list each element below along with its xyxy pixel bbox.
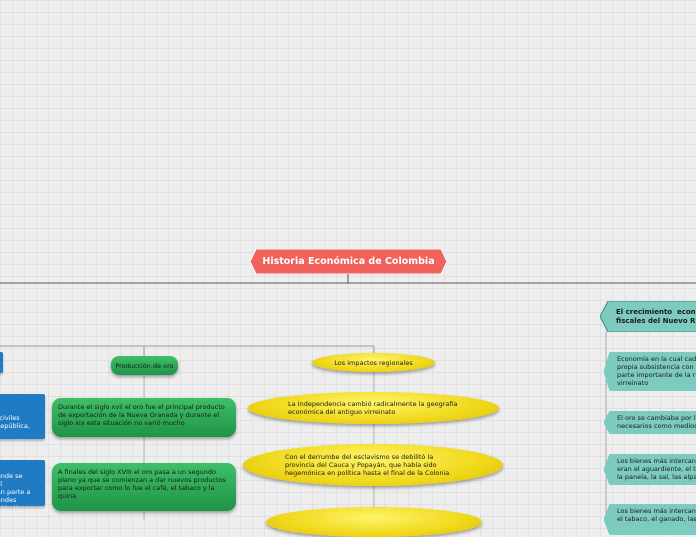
gold-item-text: A finales del siglo XVIII el oro pasa a …	[58, 468, 226, 500]
left-branch-header[interactable]	[0, 352, 3, 373]
left-branch-item-text: rande se del gran parte a grandes el ejé…	[0, 472, 31, 506]
regional-item-text: La Independencia cambió radicalmente la …	[288, 400, 458, 416]
root-title: Historia Económica de Colombia	[262, 255, 435, 267]
growth-item-text: Los bienes más intercan eran el aguardie…	[617, 457, 696, 481]
growth-item-shape	[604, 454, 696, 485]
growth-item-shape	[604, 352, 696, 391]
regional-item-text: Con el derrumbe del esclavismo se debili…	[285, 453, 450, 477]
growth-branch-title[interactable]: El crecimiento econ fiscales del Nuevo R	[600, 301, 696, 332]
left-branch-item-text: e as civiles a República, ras	[0, 414, 30, 438]
growth-item[interactable]: Economía en la cual cad propia subsisten…	[604, 352, 696, 391]
growth-item[interactable]: Los bienes más intercan eran el aguardie…	[604, 454, 696, 485]
gold-branch-title[interactable]: Producción de oro	[111, 356, 178, 375]
growth-item-shape	[604, 411, 696, 434]
growth-title-shape	[600, 301, 696, 332]
root-hexagon-shape	[250, 249, 447, 274]
growth-branch-title-label: El crecimiento econ fiscales del Nuevo R	[616, 308, 696, 325]
gold-item[interactable]: Durante el siglo xvii el oro fue el prin…	[52, 398, 236, 437]
growth-item-text: El oro se cambiaba por l necesarios como…	[617, 414, 696, 430]
left-branch-item[interactable]: rande se del gran parte a grandes el ejé…	[0, 460, 45, 506]
regional-branch-title-label: Los impactos regionales	[334, 358, 413, 367]
regional-item[interactable]: Con el derrumbe del esclavismo se debili…	[243, 444, 503, 486]
gold-item[interactable]: A finales del siglo XVIII el oro pasa a …	[52, 463, 236, 511]
gold-branch-title-label: Producción de oro	[115, 361, 174, 370]
growth-item[interactable]: El oro se cambiaba por l necesarios como…	[604, 411, 696, 434]
growth-item-text: Los bienes más intercan el tabaco, el ga…	[617, 507, 696, 523]
regional-branch-title[interactable]: Los impactos regionales	[312, 353, 435, 372]
root-topic[interactable]: Historia Económica de Colombia	[250, 249, 447, 274]
gold-item-text: Durante el siglo xvii el oro fue el prin…	[58, 403, 225, 427]
regional-item[interactable]: La Independencia cambió radicalmente la …	[248, 392, 499, 424]
growth-item-text: Economía en la cual cad propia subsisten…	[617, 355, 696, 387]
regional-item[interactable]	[266, 507, 482, 537]
left-branch-item[interactable]: e as civiles a República, ras	[0, 394, 45, 439]
